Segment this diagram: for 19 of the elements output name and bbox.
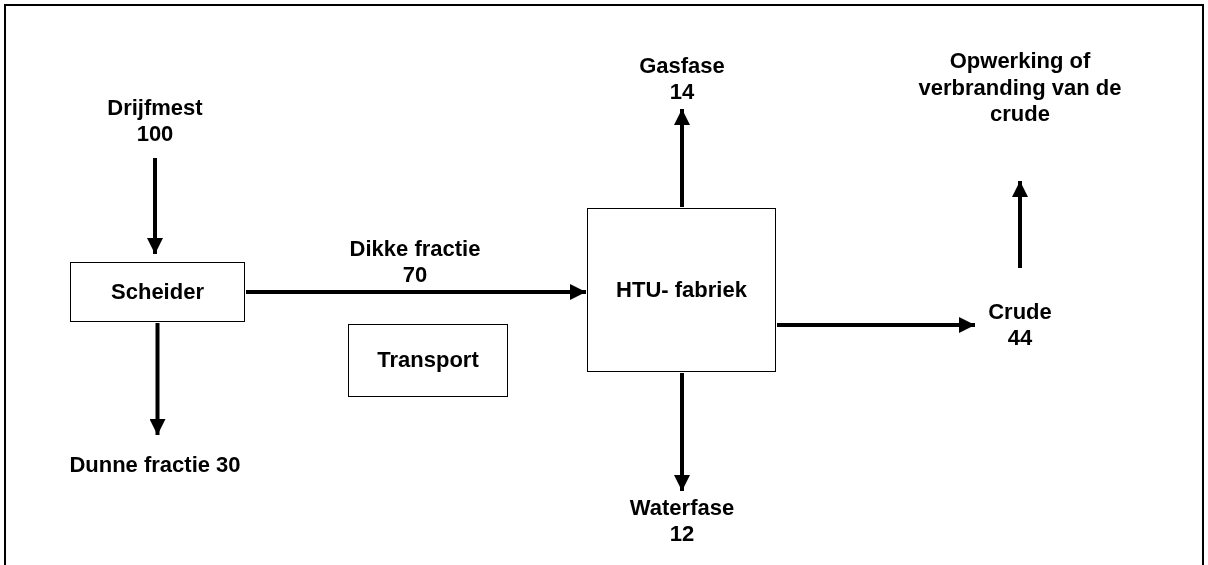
box-label: Transport (377, 347, 479, 374)
arrow (674, 109, 690, 207)
box-label: Scheider (111, 278, 204, 306)
flow-label: Waterfase 12 (628, 494, 736, 548)
flow-label: Drijfmest 100 (106, 94, 204, 148)
flow-label: Opwerking of verbranding van de crude (917, 48, 1123, 128)
arrow (147, 158, 163, 254)
flow-label: Gasfase 14 (638, 52, 726, 106)
arrow (777, 317, 975, 333)
arrow (1012, 181, 1028, 268)
flow-label: Crude 44 (987, 298, 1053, 352)
arrow (674, 373, 690, 491)
flow-label: Dunne fractie 30 (69, 451, 241, 479)
process-box (348, 324, 508, 397)
process-box (70, 262, 245, 322)
box-label: HTU- fabriek (616, 276, 747, 304)
arrow (246, 284, 586, 300)
process-box (587, 208, 776, 372)
arrow (149, 323, 166, 435)
